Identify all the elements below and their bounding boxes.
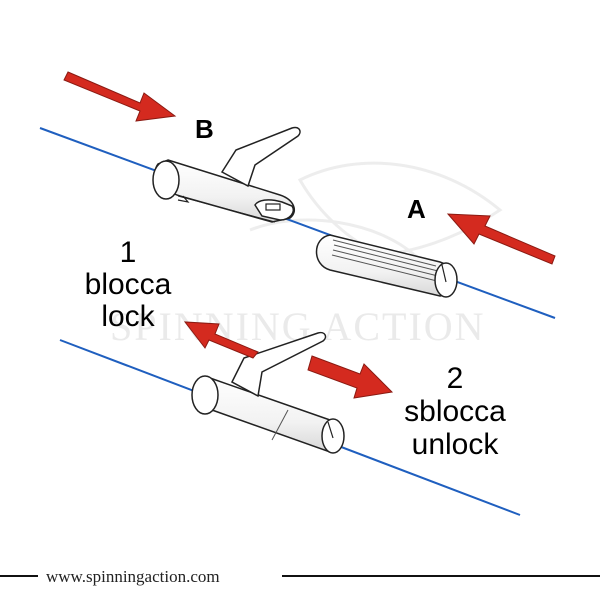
clip-wing-top: [220, 126, 301, 188]
clip-body-top: [152, 159, 296, 223]
clip-wing-bottom: [231, 331, 327, 398]
arrow-unlock: [307, 355, 394, 399]
clip-assembled-bottom: [191, 375, 345, 454]
step1-label-it: blocca: [85, 268, 172, 301]
arrow-lock: [183, 321, 259, 359]
step2-number: 2: [447, 362, 464, 395]
arrow-b-push: [63, 71, 177, 122]
step1-number: 1: [120, 236, 137, 269]
step1-label-en: lock: [101, 300, 155, 333]
fishing-line-top: [39, 127, 556, 319]
arrow-a-push: [446, 213, 556, 265]
footer-url: www.spinningaction.com: [46, 567, 220, 586]
label-b: B: [195, 114, 214, 144]
step2-label-en: unlock: [412, 428, 500, 461]
label-a: A: [407, 194, 426, 224]
sleeve-top: [315, 234, 458, 298]
step2-label-it: sblocca: [404, 395, 506, 428]
